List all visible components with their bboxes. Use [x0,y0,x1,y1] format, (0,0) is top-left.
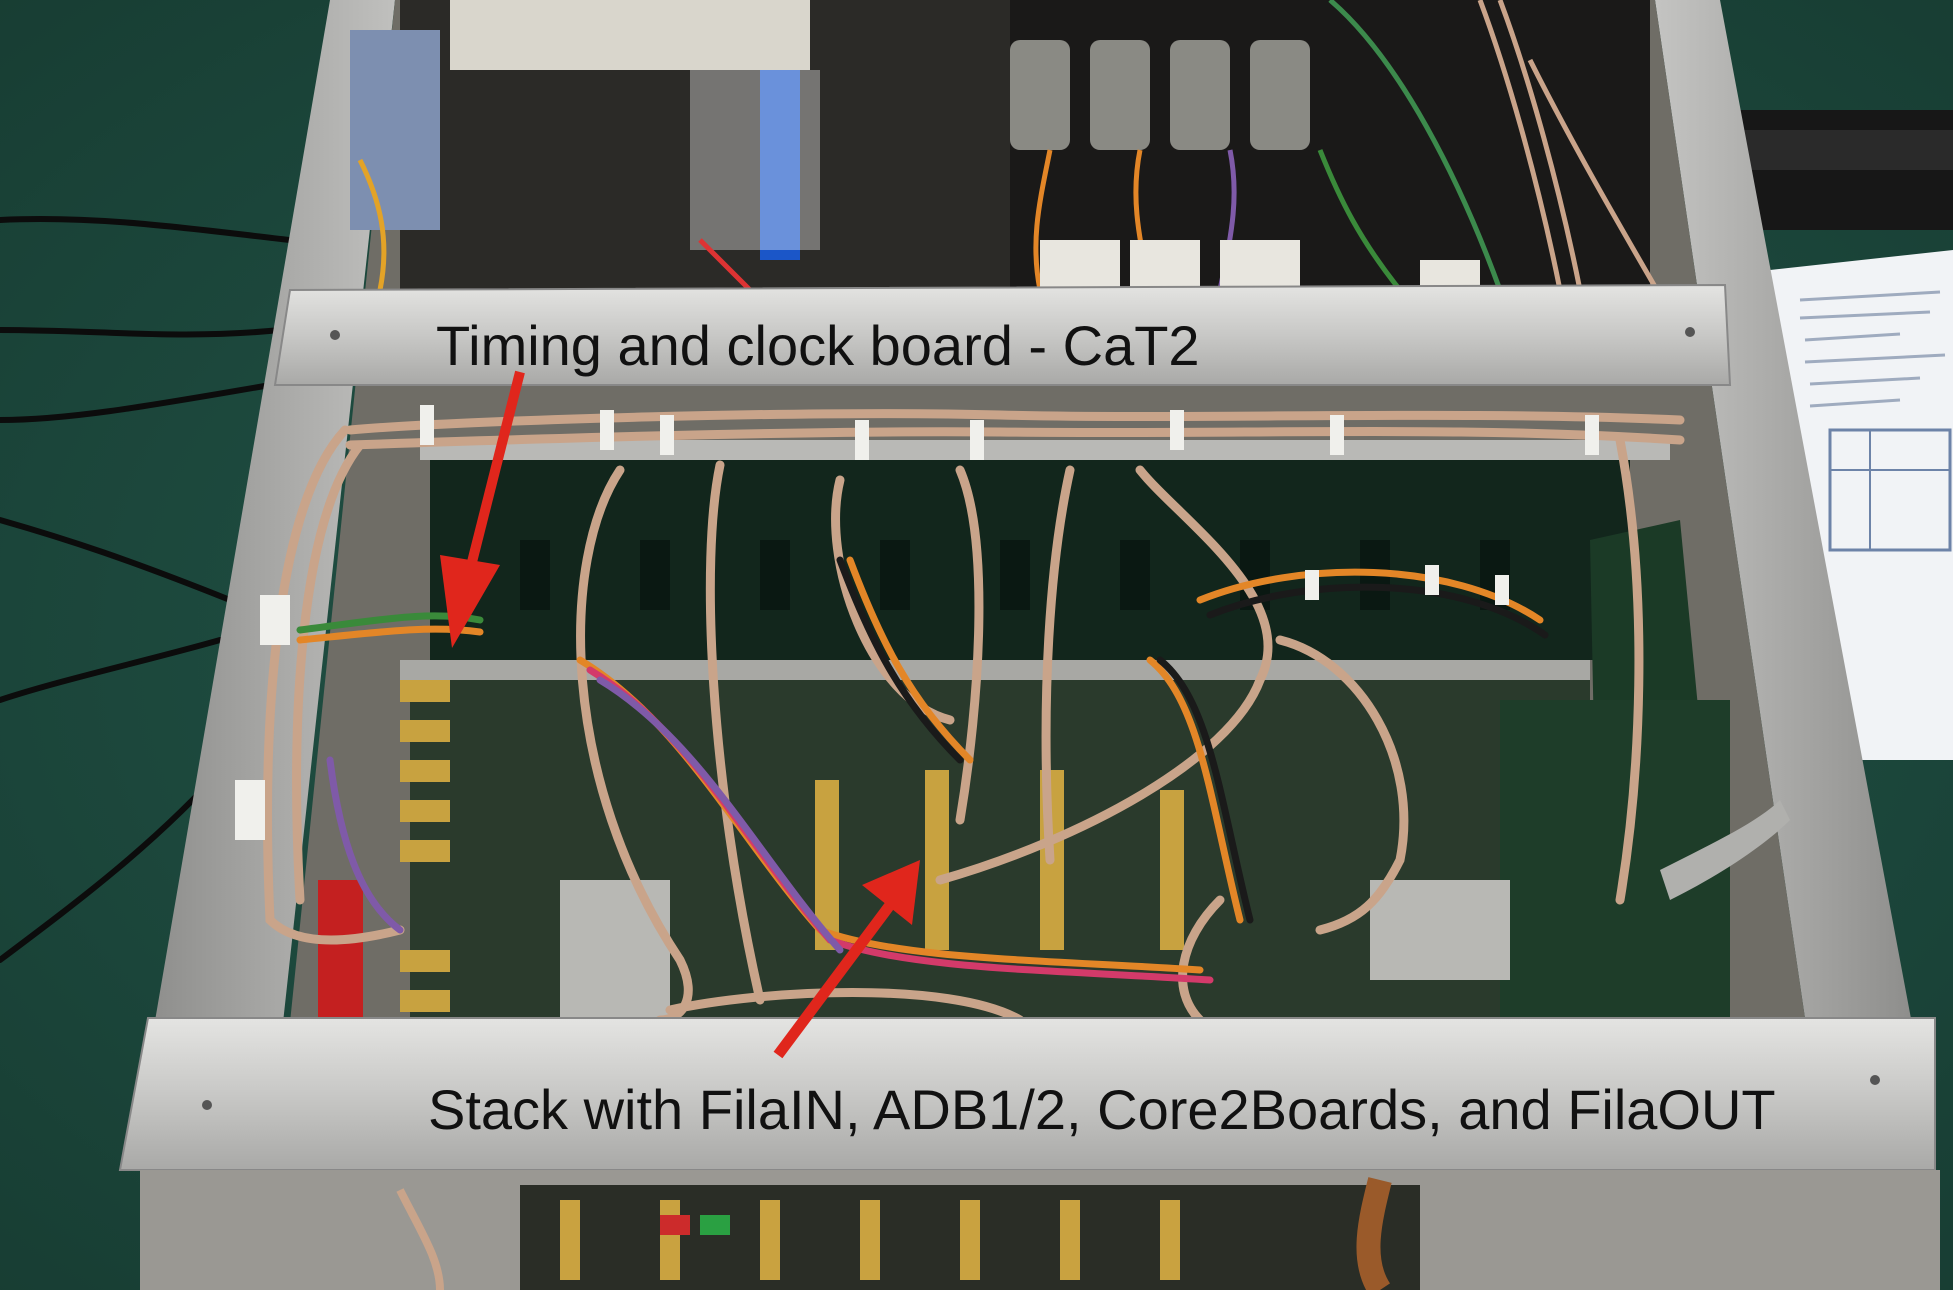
annotation-timing-label: Timing and clock board - CaT2 [436,314,1200,377]
arrow-timing-icon [440,370,525,648]
chassis-left-wall [150,0,395,1050]
annotation-stack-label: Stack with FilaIN, ADB1/2, Core2Boards, … [428,1078,1776,1141]
arrow-stack-icon [773,860,920,1059]
red-panel [318,880,363,1030]
crossbar-top [273,283,1732,386]
hdd [350,30,440,230]
chassis-right-wall [1655,0,1930,1120]
external-cables [0,216,303,963]
